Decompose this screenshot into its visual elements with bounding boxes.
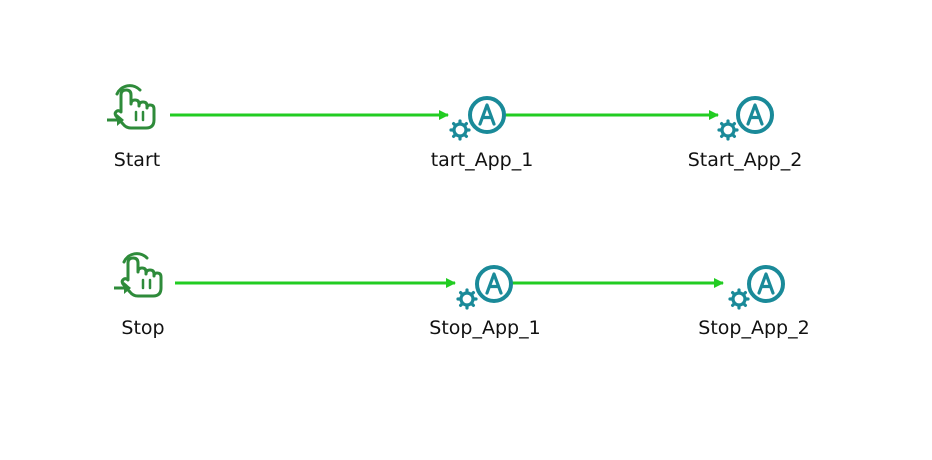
trigger-label-stop: Stop: [121, 317, 165, 339]
hand-tap-trigger-icon[interactable]: [105, 84, 156, 130]
app-label-stop-app-1: Stop_App_1: [429, 317, 541, 339]
app-label-stop-app-2: Stop_App_2: [698, 317, 810, 339]
app-activity-icon[interactable]: [717, 96, 774, 141]
app-activity-icon[interactable]: [728, 265, 785, 310]
trigger-label-start: Start: [113, 149, 161, 171]
hand-tap-trigger-icon[interactable]: [112, 252, 163, 298]
app-activity-icon[interactable]: [449, 96, 506, 141]
app-label-start-app-2: Start_App_2: [687, 149, 803, 171]
app-activity-icon[interactable]: [456, 265, 513, 310]
app-label-start-app-1: tart_App_1: [430, 149, 534, 171]
